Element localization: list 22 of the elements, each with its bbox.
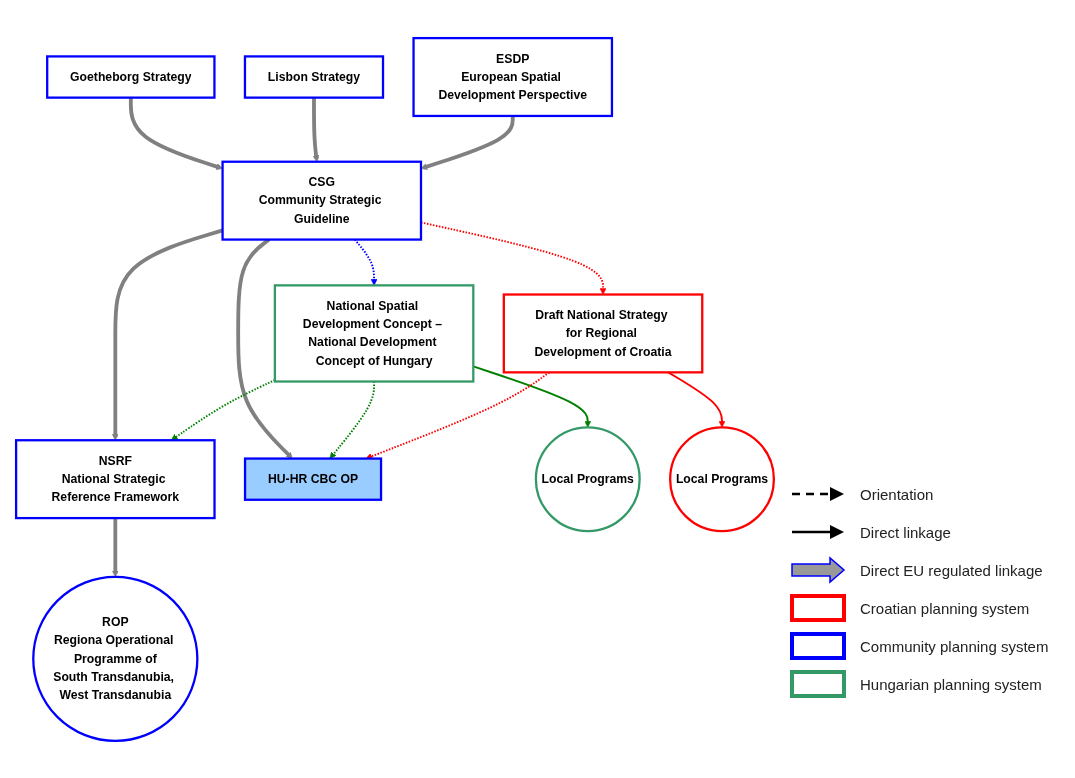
- legend-label: Croatian planning system: [860, 599, 1030, 617]
- node-circle: Local Programs: [669, 425, 776, 532]
- node-circle: ROP Regiona Operational Programme of South Transdanubia, West Transdanubia: [32, 575, 199, 742]
- arrow: [420, 115, 515, 170]
- node-box: ESDP European Spatial Development Perspective: [412, 36, 614, 117]
- node-box: Lisbon Strategy: [243, 54, 385, 99]
- legend-label: Hungarian planning system: [860, 675, 1042, 693]
- legend-label: Community planning system: [860, 637, 1049, 655]
- node-box: Draft National Strategy for Regional Development of Croatia: [502, 292, 704, 373]
- node-circle: Local Programs: [534, 425, 641, 532]
- legend-label: Direct EU regulated linkage: [860, 561, 1043, 579]
- node-box: Goetheborg Strategy: [46, 54, 216, 99]
- arrow: [420, 221, 607, 295]
- node-box: National Spatial Development Concept – National Development Concept of Hungary: [273, 283, 475, 383]
- node-box: HU-HR CBC OP: [243, 456, 383, 501]
- legend-label: Orientation: [860, 485, 934, 503]
- arrow: [312, 97, 320, 162]
- arrow: [111, 517, 119, 577]
- arrow: [128, 97, 223, 170]
- node-box: NSRF National Strategic Reference Framework: [14, 438, 216, 519]
- legend-label: Direct linkage: [860, 523, 951, 541]
- node-box: CSG Community Strategic Guideline: [221, 160, 423, 241]
